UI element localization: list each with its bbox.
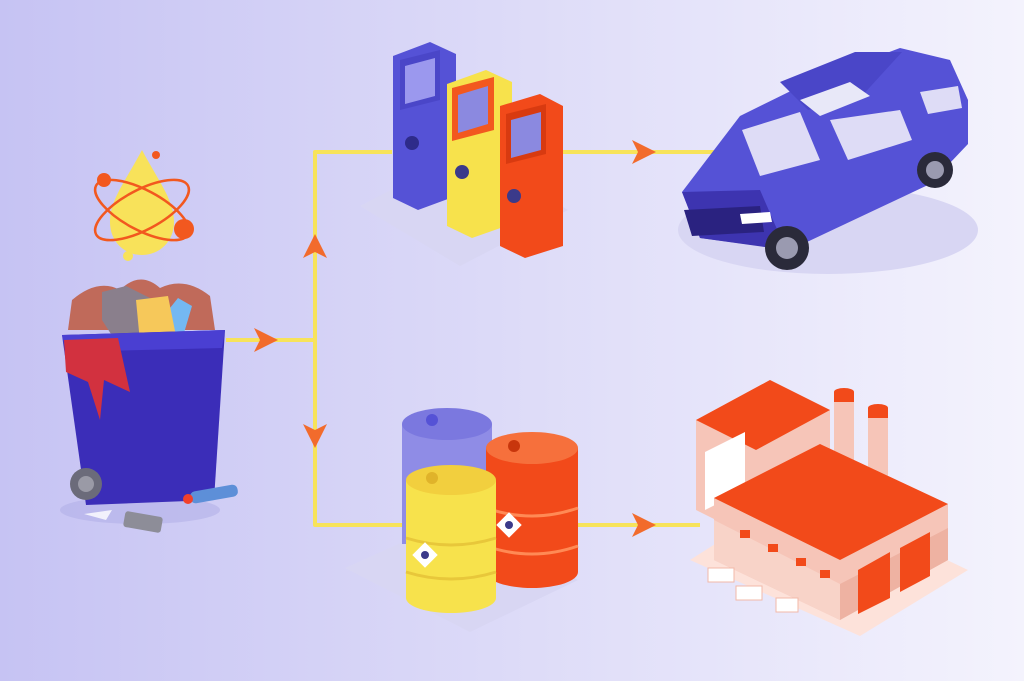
- factory-icon: [690, 380, 968, 636]
- flow-arrows: [254, 140, 656, 537]
- arrow-up-icon: [303, 234, 327, 258]
- arrow-right-icon: [632, 140, 656, 164]
- arrow-right-icon: [632, 513, 656, 537]
- car-icon: [678, 48, 978, 274]
- waste-bin-icon: [60, 279, 238, 533]
- fuel-drop-atom-icon: [93, 150, 194, 261]
- arrow-down-icon: [303, 424, 327, 448]
- flow-line-down-to-barrels: [313, 340, 405, 527]
- oil-barrels-icon: [345, 408, 579, 632]
- arrow-right-icon: [254, 328, 278, 352]
- fuel-pumps-icon: [360, 42, 568, 266]
- flow-line-up-to-pumps: [313, 150, 392, 340]
